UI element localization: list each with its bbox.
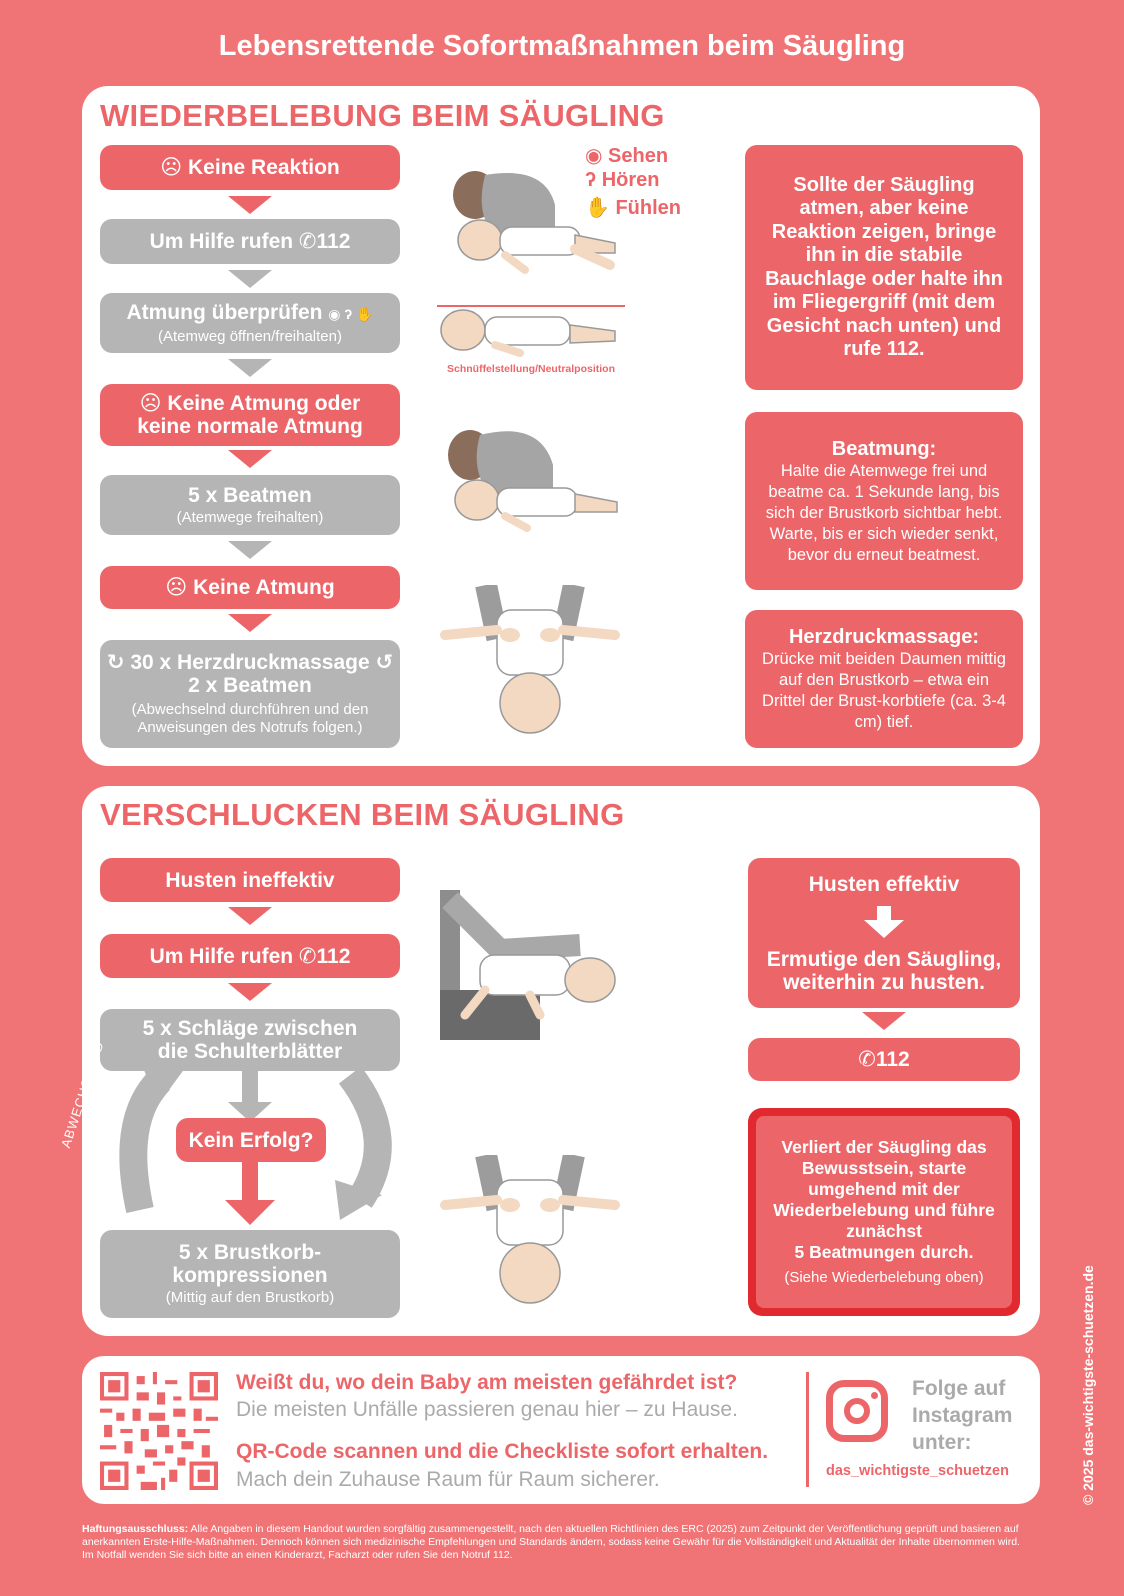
promo-line-2: Die meisten Unfälle passieren genau hier… (236, 1398, 738, 1421)
down-arrow-icon (864, 905, 904, 938)
phone-icon: ✆ (298, 944, 317, 968)
rescue-breaths-illustration (448, 430, 618, 532)
promo-divider (806, 1372, 809, 1487)
choking-call-help-box: Um Hilfe rufen ✆112 (100, 934, 400, 978)
arrow-icon (228, 270, 272, 288)
back-blows-box: 5 x Schläge zwischen die Schulterblätter (100, 1009, 400, 1071)
arrow-icon (228, 450, 272, 468)
neutral-line (437, 305, 625, 307)
instagram-icon[interactable] (826, 1380, 888, 1442)
promo-line-3: QR-Code scannen und die Checkliste sofor… (236, 1440, 769, 1463)
rescue-breaths-box: 5 x Beatmen (Atemwege freihalten) (100, 475, 400, 535)
no-breathing-box: ☹ Keine Atmung oder keine normale Atmung (100, 384, 400, 446)
cycle-right-icon: ↺ (375, 651, 394, 674)
cpr-heading: WIEDERBELEBUNG BEIM SÄUGLING (100, 98, 665, 133)
choking-heading: VERSCHLUCKEN BEIM SÄUGLING (100, 797, 625, 832)
arrow-icon (228, 983, 272, 1001)
cpr-info-box: Herzdruckmassage: Drücke mit beiden Daum… (745, 610, 1023, 748)
call-help-box: Um Hilfe rufen ✆112 (100, 219, 400, 264)
arrow-icon (228, 541, 272, 559)
page-title: Lebensrettende Sofortmaßnahmen beim Säug… (218, 30, 906, 62)
sad-face-icon: ☹ (165, 576, 188, 599)
qr-code-icon (100, 1372, 218, 1490)
no-breathing-short-box: ☹ Keine Atmung (100, 566, 400, 609)
cycle-box: ↻ 30 x Herzdruckmassage ↺ 2 x Beatmen (A… (100, 640, 400, 748)
chest-compressions-box: 5 x Brustkorb- kompressionen (Mittig auf… (100, 1230, 400, 1318)
no-success-box: Kein Erfolg? (176, 1118, 326, 1162)
sense-see: ◉ Sehen (585, 145, 669, 167)
cycle-arrows-icon (119, 1065, 392, 1225)
sense-hear: ʔ Hören (585, 169, 660, 191)
neutral-position-label: Schnüffelstellung/Neutralposition (446, 363, 615, 375)
unconscious-alert-box: Verliert der Säugling das Bewusstsein, s… (748, 1108, 1020, 1316)
arrow-icon (228, 907, 272, 925)
sense-feel: ✋ Fühlen (585, 197, 682, 219)
promo-line-4: Mach dein Zuhause Raum für Raum sicherer… (236, 1468, 660, 1491)
phone-icon: ✆ (298, 230, 317, 253)
sad-face-icon: ☹ (160, 156, 183, 179)
check-breathing-illustration (453, 171, 616, 274)
disclaimer: Haftungsausschluss: Alle Angaben in dies… (82, 1523, 1020, 1561)
senses-icon: ◉ ʔ ✋ (328, 305, 374, 322)
eye-icon: ◉ (585, 145, 603, 167)
recovery-info-box: Sollte der Säugling atmen, aber keine Re… (745, 145, 1023, 390)
phone-icon: ✆ (858, 1048, 876, 1071)
promo-question: Weißt du, wo dein Baby am meisten gefähr… (236, 1371, 738, 1394)
arrow-icon (862, 1012, 906, 1030)
hand-icon: ✋ (585, 197, 610, 219)
choking-compressions-illustration (440, 1155, 620, 1304)
neutral-position-illustration (440, 309, 616, 357)
cycle-left-icon: ↻ (106, 651, 125, 674)
arrow-icon (228, 196, 272, 214)
emergency-call-box: ✆112 (748, 1038, 1020, 1081)
arrow-icon (228, 359, 272, 377)
breathing-info-box: Beatmung: Halte die Atemwege frei und be… (745, 412, 1023, 590)
follow-text: Folge auf Instagram unter: (912, 1377, 1013, 1454)
cough-ineffective-box: Husten ineffektiv (100, 858, 400, 902)
no-reaction-box: ☹ Keine Reaktion (100, 145, 400, 190)
cough-effective-box: Husten effektiv Ermutige den Säugling, w… (748, 858, 1020, 1008)
back-blows-illustration (440, 890, 616, 1040)
instagram-handle[interactable]: das_wichtigste_schuetzen (826, 1463, 1009, 1479)
ear-icon: ʔ (585, 169, 597, 191)
check-breathing-box: Atmung überprüfen ◉ ʔ ✋ (Atemweg öffnen/… (100, 293, 400, 353)
sad-face-icon: ☹ (139, 392, 162, 415)
side-credit: © 2025 das-wichtigste-schuetzen.de (1080, 1265, 1096, 1505)
chest-compressions-illustration (440, 585, 620, 734)
arrow-icon (228, 614, 272, 632)
